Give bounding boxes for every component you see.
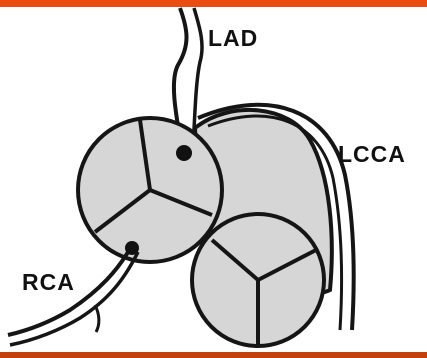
left-valve bbox=[78, 118, 222, 262]
bottom-border-bar bbox=[0, 352, 427, 358]
rca-ostium-dot bbox=[125, 241, 139, 255]
label-lcca: LCCA bbox=[338, 141, 406, 167]
label-lad: LAD bbox=[208, 25, 258, 51]
label-rca: RCA bbox=[22, 269, 75, 295]
lad-ostium-dot bbox=[176, 145, 192, 161]
rca-branch bbox=[95, 305, 99, 332]
right-valve bbox=[192, 214, 324, 346]
